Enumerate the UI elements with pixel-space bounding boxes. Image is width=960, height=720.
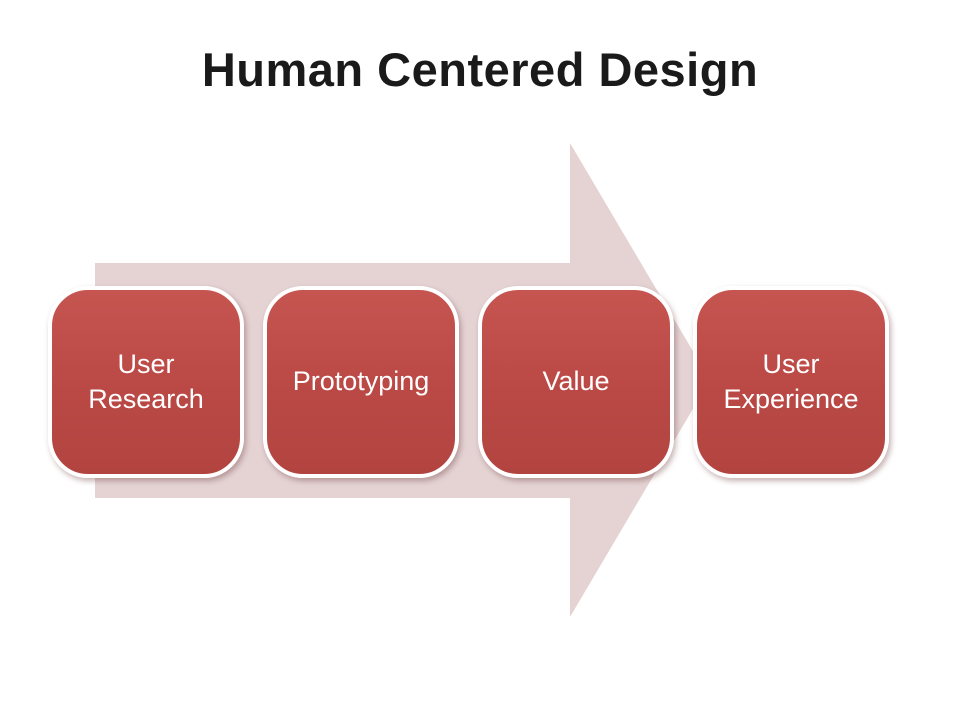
step-label: User Experience [723,348,859,414]
slide-title: Human Centered Design [201,43,759,96]
step-label: User Research [88,348,204,414]
step-box-value: Value [478,286,674,478]
step-box-user-experience: User Experience [693,286,889,478]
step-box-prototyping: Prototyping [263,286,459,478]
step-label: Prototyping [292,366,430,397]
step-box-user-research: User Research [48,286,244,478]
step-label: Value [542,366,610,397]
process-steps-row: User Research Prototyping Value User Exp… [48,286,889,478]
